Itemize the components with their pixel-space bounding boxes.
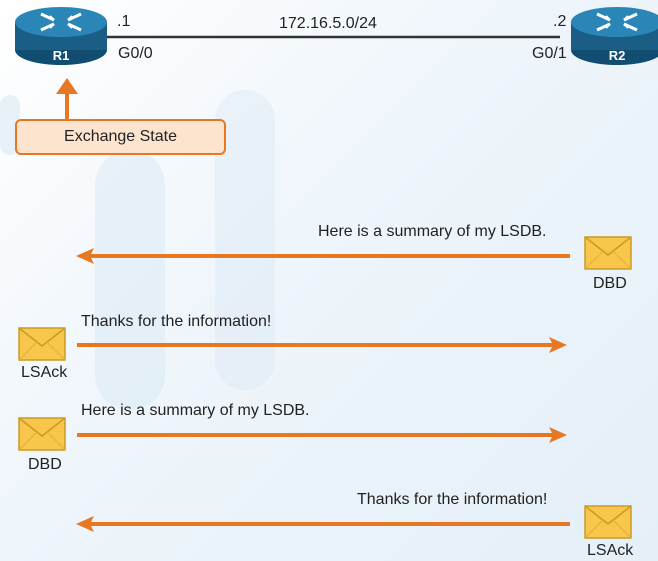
state-label: Exchange State <box>64 128 177 145</box>
message-2-text: Thanks for the information! <box>81 313 272 330</box>
message-1-text: Here is a summary of my LSDB. <box>318 223 547 240</box>
message-4-text: Thanks for the information! <box>357 491 548 508</box>
network-link <box>100 35 560 39</box>
message-4-arrow <box>76 516 570 532</box>
r2-address: .2 <box>553 13 567 30</box>
message-3-text: Here is a summary of my LSDB. <box>81 402 310 419</box>
r2-interface: G0/1 <box>532 45 567 62</box>
message-3-packet: DBD <box>28 456 62 473</box>
message-2-packet: LSAck <box>21 364 68 381</box>
envelope-icon <box>18 327 66 361</box>
router-r2-icon: R2 <box>571 7 658 65</box>
envelope-icon <box>18 417 66 451</box>
message-1-packet: DBD <box>593 275 627 292</box>
message-2-arrow <box>77 337 567 353</box>
router-r1-icon: R1 <box>15 7 107 65</box>
envelope-icon <box>584 236 632 270</box>
message-3-arrow <box>77 427 567 443</box>
r1-address: .1 <box>117 13 131 30</box>
state-label-box: Exchange State <box>15 119 226 155</box>
network-address: 172.16.5.0/24 <box>279 15 377 32</box>
router-r1-label: R1 <box>53 48 70 63</box>
r1-interface: G0/0 <box>118 45 153 62</box>
envelope-icon <box>584 505 632 539</box>
message-1-arrow <box>76 248 570 264</box>
message-4-packet: LSAck <box>587 542 634 559</box>
state-pointer-arrow <box>56 78 78 122</box>
router-r2-label: R2 <box>609 48 626 63</box>
